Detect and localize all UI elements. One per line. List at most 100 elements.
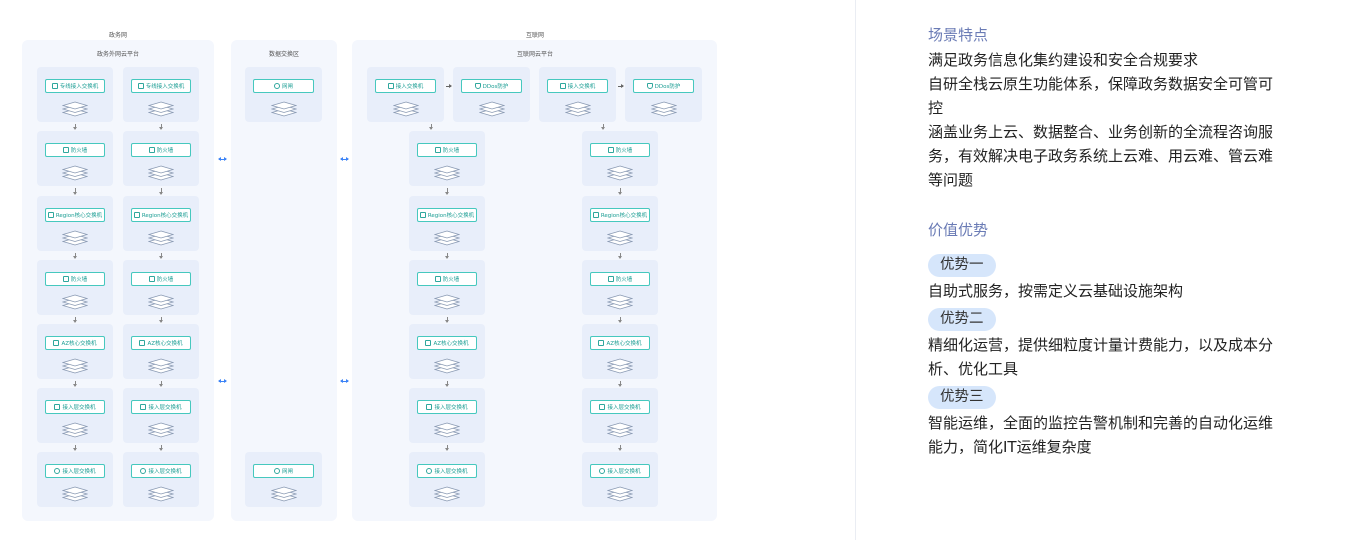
device-tile: 防火墙: [582, 131, 658, 186]
globe-icon: [599, 468, 606, 474]
device-label: 接入层交换机: [417, 464, 477, 478]
device-tile: 接入层交换机: [582, 388, 658, 443]
down-arrow: [445, 253, 449, 259]
right-arrow: [446, 84, 452, 88]
device-tile: 接入层交换机: [582, 452, 658, 507]
device-label: 专线接入交换机: [131, 79, 191, 93]
advantage-tag-2: 优势二: [928, 308, 996, 331]
feature-line: 等问题: [928, 171, 974, 189]
down-arrow: [445, 188, 449, 195]
shield-icon: [646, 83, 653, 89]
device-label: AZ核心交换机: [417, 336, 477, 350]
server-stack-icon: [606, 229, 634, 247]
device-label: 接入层交换机: [590, 400, 650, 414]
switch-icon: [599, 404, 606, 410]
down-arrow: [159, 445, 163, 451]
advantage-text: 自助式服务，按需定义云基础设施架构: [928, 282, 1184, 300]
server-stack-icon: [147, 357, 175, 375]
device-tile: AZ核心交换机: [409, 324, 485, 379]
globe-icon: [140, 468, 147, 474]
device-tile: 接入层交换机: [37, 388, 113, 443]
device-tile: AZ核心交换机: [123, 324, 199, 379]
switch-icon: [426, 404, 433, 410]
device-tile: 接入交换机: [367, 67, 444, 122]
device-label: 网闸: [253, 464, 314, 478]
device-tile: DDos防护: [453, 67, 530, 122]
server-stack-icon: [61, 100, 89, 118]
device-label: DDos防护: [633, 79, 694, 93]
device-tile: Region核心交换机: [409, 196, 485, 251]
server-stack-icon: [433, 421, 461, 439]
down-arrow: [73, 381, 77, 387]
device-tile: 防火墙: [37, 260, 113, 315]
device-label-text: DDos防护: [482, 84, 509, 90]
device-tile: 防火墙: [123, 131, 199, 186]
firewall-icon: [62, 147, 69, 153]
device-label-text: 接入层交换机: [148, 469, 182, 475]
device-tile: 专线接入交换机: [123, 67, 199, 122]
device-tile: 接入层交换机: [409, 452, 485, 507]
device-label: 防火墙: [590, 143, 650, 157]
device-tile: 网闸: [245, 452, 322, 507]
server-stack-icon: [61, 421, 89, 439]
switch-icon: [559, 83, 566, 89]
device-label: 接入层交换机: [417, 400, 477, 414]
device-label: Region核心交换机: [417, 208, 477, 222]
server-stack-icon: [61, 164, 89, 182]
monitor-icon: [133, 212, 140, 218]
device-tile: 接入层交换机: [37, 452, 113, 507]
device-label-text: 防火墙: [156, 148, 174, 154]
advantage-text: 精细化运营，提供细粒度计量计费能力，以及成本分: [928, 336, 1274, 354]
down-arrow: [159, 188, 163, 195]
switch-icon: [425, 340, 432, 346]
device-label-text: 防火墙: [442, 148, 460, 154]
device-label-text: Region核心交换机: [55, 213, 103, 219]
server-stack-icon: [478, 100, 505, 118]
down-arrow: [73, 445, 77, 451]
server-stack-icon: [433, 485, 461, 503]
feature-line: 满足政务信息化集约建设和安全合规要求: [928, 51, 1199, 69]
feature-line: 务，有效解决电子政务系统上云难、用云难、管云难: [928, 147, 1274, 165]
server-stack-icon: [433, 164, 461, 182]
down-arrow: [73, 253, 77, 259]
device-label: 防火墙: [45, 272, 105, 286]
advantage-tag-1: 优势一: [928, 254, 996, 277]
device-label: Region核心交换机: [590, 208, 650, 222]
device-tile: 网闸: [245, 67, 322, 122]
server-stack-icon: [147, 229, 175, 247]
zone-title-gov: 政务网: [108, 32, 128, 39]
feature-line: 涵盖业务上云、数据整合、业务创新的全流程咨询服: [928, 123, 1274, 141]
feature-line: 自研全栈云原生功能体系，保障政务数据安全可管可: [928, 75, 1274, 93]
device-tile: 防火墙: [409, 131, 485, 186]
device-label: 接入层交换机: [45, 400, 105, 414]
bidirectional-link-arrow: [218, 156, 227, 162]
device-label-text: 防火墙: [442, 277, 460, 283]
server-stack-icon: [564, 100, 591, 118]
firewall-icon: [62, 276, 69, 282]
device-tile: 接入交换机: [539, 67, 616, 122]
panel-title-exchange: 数据交换区: [268, 51, 300, 58]
device-label: 接入层交换机: [131, 464, 191, 478]
device-label: 防火墙: [131, 143, 191, 157]
device-label: AZ核心交换机: [131, 336, 191, 350]
server-stack-icon: [147, 421, 175, 439]
device-tile: Region核心交换机: [582, 196, 658, 251]
device-label: 网闸: [253, 79, 314, 93]
globe-icon: [54, 468, 61, 474]
device-label: Region核心交换机: [45, 208, 105, 222]
server-stack-icon: [606, 421, 634, 439]
server-stack-icon: [147, 164, 175, 182]
device-label-text: 专线接入交换机: [59, 84, 99, 90]
device-label-text: 接入层交换机: [62, 469, 96, 475]
device-label: 接入交换机: [375, 79, 436, 93]
advantage-text: 能力，简化IT运维复杂度: [928, 438, 1092, 456]
device-tile: 接入层交换机: [409, 388, 485, 443]
server-stack-icon: [433, 293, 461, 311]
firewall-icon: [148, 147, 155, 153]
device-label: AZ核心交换机: [590, 336, 650, 350]
device-tile: 防火墙: [582, 260, 658, 315]
down-arrow: [601, 124, 605, 130]
down-arrow: [618, 445, 622, 451]
device-label-text: Region核心交换机: [600, 213, 648, 219]
device-label-text: 接入层交换机: [434, 469, 468, 475]
